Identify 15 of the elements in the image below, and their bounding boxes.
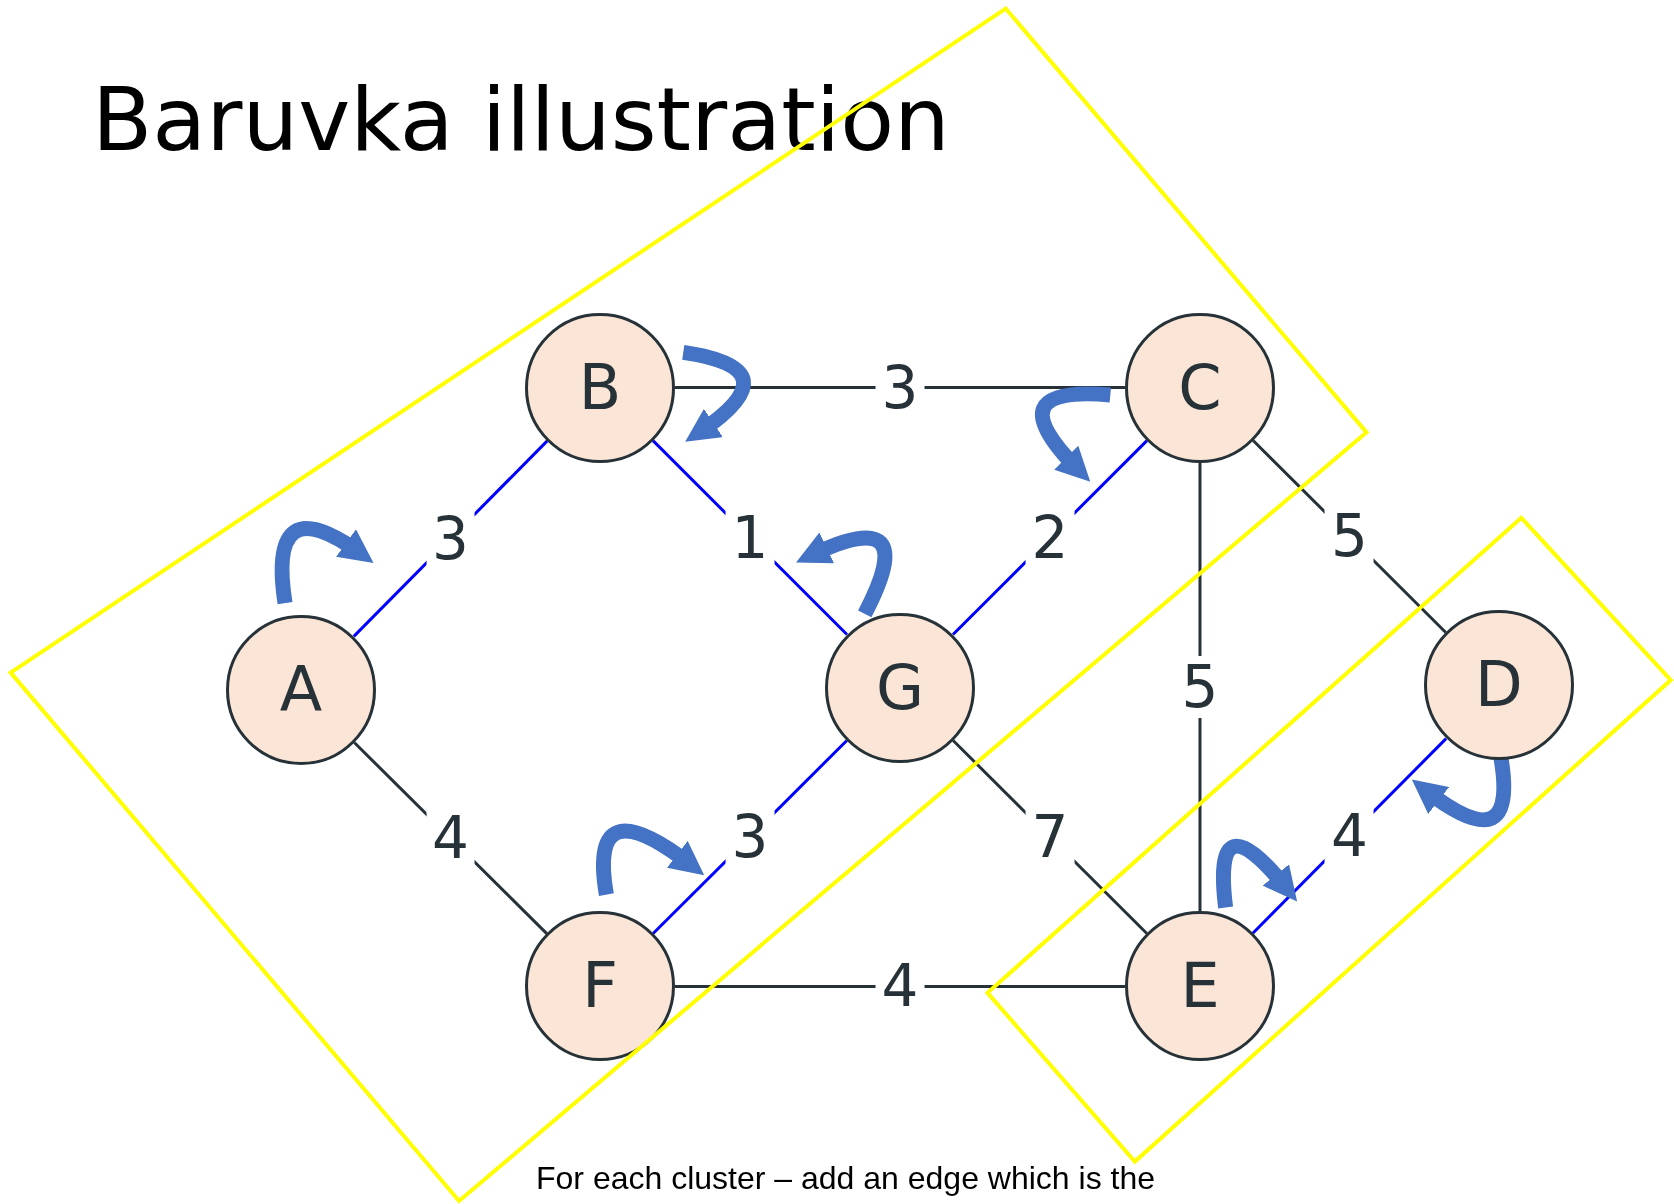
curved-arrow: [274, 521, 374, 605]
node-label: E: [1180, 955, 1220, 1018]
node-label: G: [875, 656, 924, 719]
node-label: D: [1475, 654, 1523, 717]
curved-arrow: [682, 344, 751, 443]
edge-line: [675, 984, 1125, 988]
caption: For each cluster – add an edge which is the: [536, 1160, 1156, 1197]
node-label: F: [582, 955, 618, 1018]
curved-arrow: [795, 530, 893, 618]
node-label: C: [1178, 356, 1222, 419]
curved-arrow: [1216, 839, 1298, 909]
node-label: B: [578, 356, 622, 419]
curved-arrow: [596, 823, 705, 896]
curved-arrow: [1035, 386, 1111, 483]
node-label: A: [279, 658, 323, 721]
